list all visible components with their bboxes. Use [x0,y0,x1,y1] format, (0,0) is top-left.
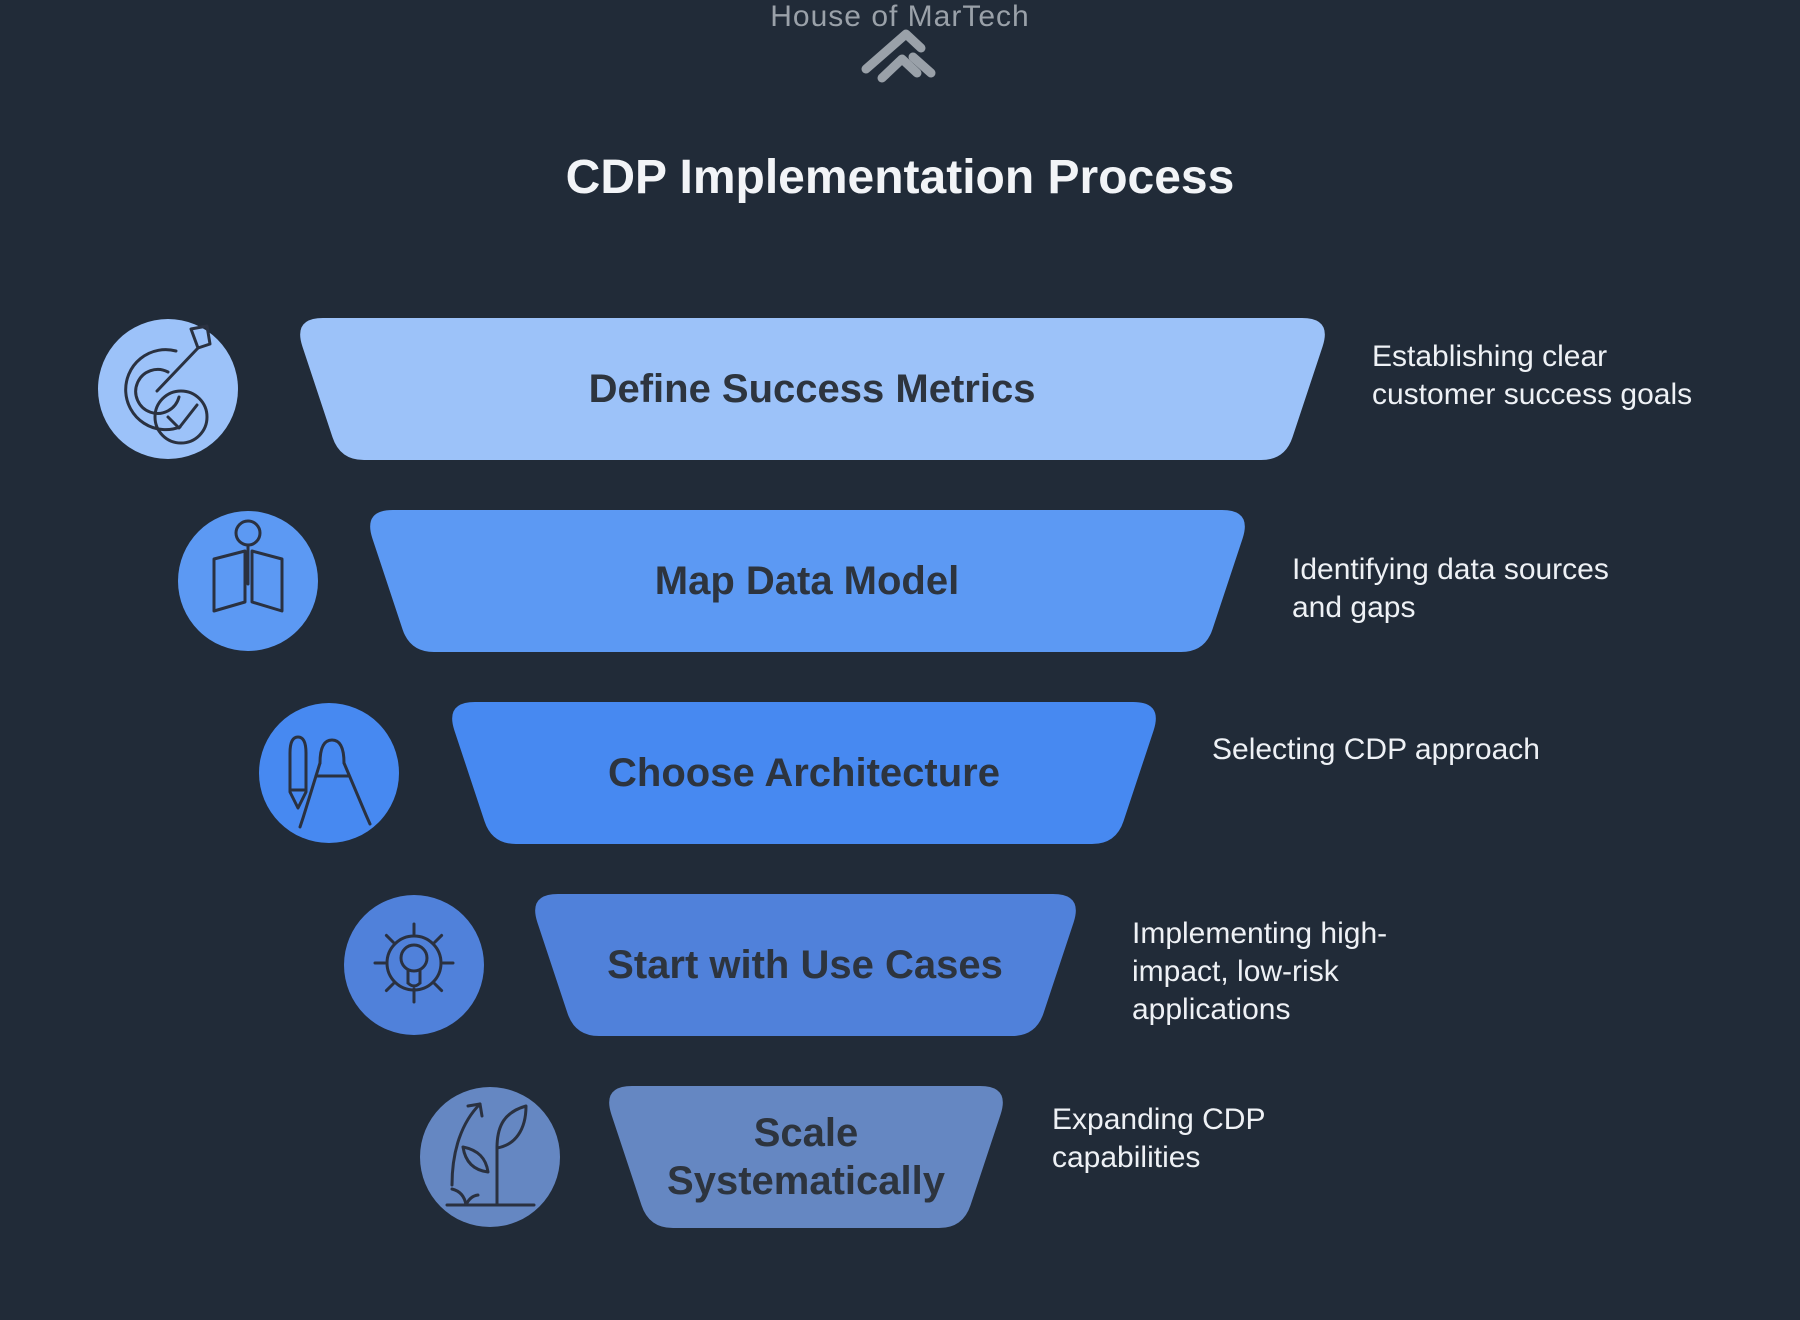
house-of-martech-logo-icon [861,29,936,83]
step-label-start-with-use-cases: Start with Use Cases [607,943,1003,987]
drafting-compass-icon [259,703,399,843]
gear-lightbulb-icon [344,895,484,1035]
map-pin-icon [178,511,318,651]
funnel-segment-5 [609,1086,1003,1228]
step-label-scale-systematically: Scale Systematically [667,1111,945,1203]
step-label-choose-architecture: Choose Architecture [608,751,1000,795]
step-description-5: Expanding CDP capabilities [1052,1103,1266,1174]
funnel-segment-4 [535,894,1076,1036]
funnel-segment-3 [452,702,1156,844]
step-label-map-data-model: Map Data Model [654,559,960,603]
growth-plant-icon [420,1087,560,1227]
target-arrow-check-icon [98,319,238,459]
funnel-segment-1 [300,318,1325,460]
step-description-2: Identifying data sources and gaps [1292,553,1609,624]
step-description-4: Implementing high- impact, low-risk appl… [1132,917,1388,1026]
step-description-3: Selecting CDP approach [1212,733,1540,766]
funnel-segment-2 [370,510,1245,652]
brand-name: House of MarTech [770,0,1030,33]
step-label-define-success-metrics: Define Success Metrics [588,367,1036,411]
page-title: CDP Implementation Process [565,151,1235,204]
step-description-1: Establishing clear customer success goal… [1372,340,1693,411]
